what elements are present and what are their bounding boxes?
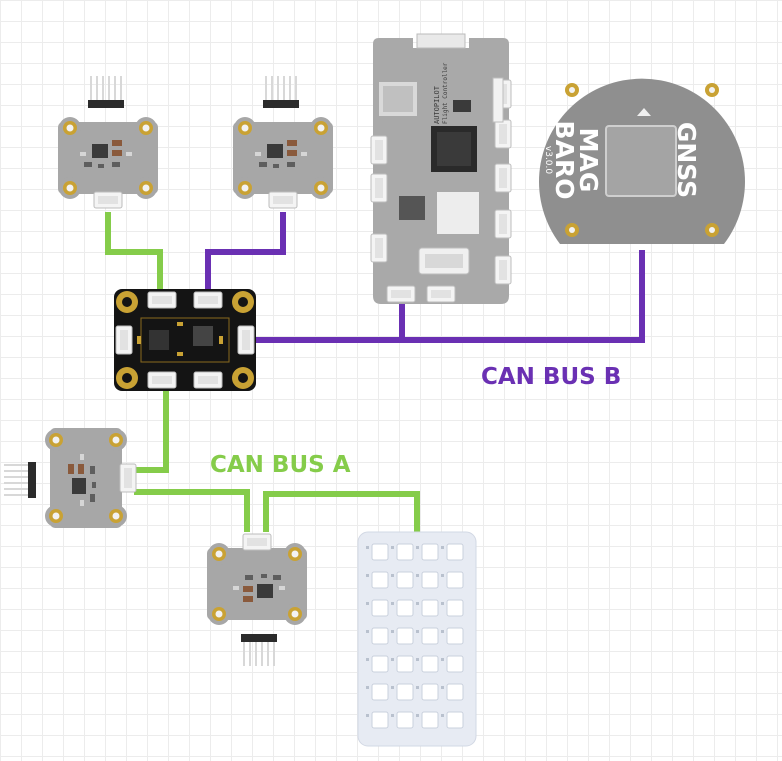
led-cell [441, 571, 464, 589]
led-cell [366, 599, 389, 617]
led-cell [391, 571, 414, 589]
led-cell [391, 683, 414, 701]
led-grid [366, 543, 464, 729]
led-cell [416, 627, 439, 645]
led-cell [366, 627, 389, 645]
led-cell [366, 683, 389, 701]
gnss-antenna-patch [605, 125, 677, 197]
led-cell [416, 599, 439, 617]
autopilot-silkscreen-sub: Flight Controller [442, 62, 449, 124]
gnss-module[interactable]: MAG BARO GNSS v3.0.0 [539, 78, 745, 244]
led-cell [441, 683, 464, 701]
wire-bus-a-esc1 [105, 212, 163, 290]
led-cell [441, 599, 464, 617]
gnss-label-mag: MAG [574, 128, 603, 193]
led-cell [416, 571, 439, 589]
esc-node-2[interactable] [233, 76, 333, 209]
led-cell [391, 543, 414, 561]
led-panel[interactable] [357, 531, 477, 747]
led-cell [441, 711, 464, 729]
node-pins [241, 634, 277, 666]
gnss-label-baro: BARO [550, 121, 579, 200]
led-cell [416, 543, 439, 561]
wire-bus-b-esc2 [205, 212, 286, 290]
node-pins [4, 462, 36, 498]
node-pins [263, 76, 299, 108]
led-cell [441, 627, 464, 645]
led-cell [441, 655, 464, 673]
gnss-label-gnss: GNSS [672, 122, 701, 198]
led-cell [391, 655, 414, 673]
orientation-arrow-icon [637, 108, 651, 116]
led-cell [366, 543, 389, 561]
led-cell [391, 711, 414, 729]
autopilot-silkscreen: AUTOPILOT [433, 85, 441, 124]
led-cell [391, 627, 414, 645]
node-pins [88, 76, 124, 108]
can-splitter[interactable] [114, 289, 256, 391]
led-cell [366, 571, 389, 589]
bottom-node[interactable] [207, 533, 307, 666]
led-cell [366, 655, 389, 673]
gnss-label-version: v3.0.0 [543, 146, 553, 175]
led-cell [441, 543, 464, 561]
can-bus-b-label: CAN BUS B [481, 364, 621, 390]
wire-bus-a-side-bottom [134, 489, 250, 532]
wires [105, 212, 645, 532]
led-cell [416, 711, 439, 729]
led-cell [416, 655, 439, 673]
wire-bus-a-bottom-led [263, 491, 420, 532]
side-node[interactable] [4, 428, 137, 528]
led-cell [416, 683, 439, 701]
autopilot[interactable]: AUTOPILOT Flight Controller [370, 33, 512, 304]
esc-node-1[interactable] [58, 76, 158, 209]
wire-bus-b-splitter-gnss [255, 250, 645, 343]
wire-bus-a-splitter-side [130, 386, 169, 473]
led-cell [366, 711, 389, 729]
can-bus-a-label: CAN BUS A [210, 452, 351, 478]
led-cell [391, 599, 414, 617]
